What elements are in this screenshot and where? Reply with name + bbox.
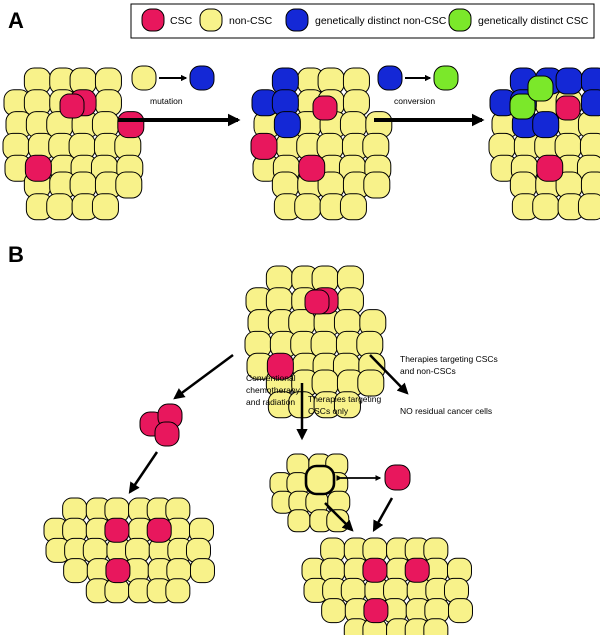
regenerated-csc-cell [384, 464, 411, 491]
relapsed-tumor-left [43, 497, 215, 604]
legend-swatch-distinct-non-csc [285, 8, 309, 32]
panel-label-a: A [8, 8, 24, 33]
tumor-initial [2, 67, 145, 221]
legend-label-non-csc: non-CSC [229, 15, 273, 27]
non-csc-cell [577, 193, 600, 221]
distinct-non-csc-cell [273, 111, 301, 139]
non-csc-cell [189, 558, 215, 584]
csc-cell [146, 517, 172, 543]
non-csc-cell [532, 193, 560, 221]
panel-b: Conventional chemotherapy and radiation … [43, 265, 500, 635]
csc-cell [362, 557, 388, 583]
legend-label-distinct-csc: genetically distinct CSC [478, 15, 589, 27]
csc-cell [404, 557, 430, 583]
conventional-therapy-label: Conventional chemotherapy and radiation [246, 373, 302, 407]
non-csc-cell [357, 369, 385, 397]
csc-cell [304, 289, 330, 315]
panel-a: mutation conversion [2, 65, 600, 221]
non-csc-cell [91, 193, 119, 221]
csc-cell [312, 95, 338, 121]
tumor-after-mutation [250, 67, 393, 221]
csc-cell [24, 154, 52, 182]
non-csc-cell [165, 578, 191, 604]
regrowth-arrow-from-tumor [324, 502, 354, 532]
conventional-therapy-arrow [173, 353, 234, 400]
legend: CSC non-CSC genetically distinct non-CSC… [130, 3, 595, 39]
non-csc-cell [363, 171, 391, 199]
legend-label-csc: CSC [170, 15, 193, 27]
no-residual-cells-label: NO residual cancer cells [400, 406, 492, 416]
csc-cell [59, 93, 85, 119]
tumor-after-conversion [488, 67, 600, 221]
distinct-csc-cell [509, 93, 536, 120]
combined-therapy-label: Therapies targeting CSCs and non-CSCs [400, 354, 500, 376]
legend-swatch-non-csc [199, 8, 223, 32]
csc-cell [536, 154, 564, 182]
non-csc-cell [333, 391, 361, 419]
csc-cell [555, 95, 581, 121]
non-csc-cell [46, 193, 74, 221]
inset-non-csc-cell [131, 65, 157, 91]
non-csc-cell [304, 464, 336, 496]
csc-cell [104, 517, 130, 543]
distinct-non-csc-cell [555, 67, 583, 95]
csc-cell [266, 352, 294, 380]
regrowth-arrow [128, 451, 159, 494]
legend-swatch-csc [141, 8, 165, 32]
csc-cell [250, 132, 278, 160]
non-csc-cell [321, 598, 347, 624]
inset-distinct-csc-cell [433, 65, 459, 91]
non-csc-cell [294, 193, 322, 221]
non-csc-cell [447, 598, 473, 624]
distinct-non-csc-cell [532, 111, 560, 139]
csc-cell [117, 111, 145, 139]
non-csc-cell [115, 171, 143, 199]
non-csc-cell [339, 193, 367, 221]
inset-distinct-non-csc-cell [189, 65, 215, 91]
regrowth-arrow-from-csc [372, 497, 394, 532]
residual-csc-group [139, 403, 183, 447]
residual-csc-cell [154, 421, 180, 447]
csc-cell [105, 558, 131, 584]
non-csc-cell [326, 509, 350, 533]
csc-only-therapy-label: Therapies targeting CSCs only [308, 394, 384, 416]
conversion-label: conversion [394, 96, 435, 106]
non-csc-cell [287, 509, 311, 533]
mutation-label: mutation [150, 96, 183, 106]
relapsed-tumor-right [301, 537, 473, 635]
distinct-non-csc-cell [580, 89, 600, 117]
legend-label-distinct-non-csc: genetically distinct non-CSC [315, 15, 447, 27]
residual-non-csc-tumor [269, 453, 351, 533]
non-csc-cell [63, 558, 89, 584]
combined-therapy-arrow [369, 354, 409, 395]
distinct-csc-cell [527, 75, 554, 102]
non-csc-cell [423, 618, 449, 635]
tumor-before-therapy [244, 265, 387, 419]
inset-distinct-non-csc-cell-2 [377, 65, 403, 91]
legend-swatch-distinct-csc [448, 8, 472, 32]
csc-cell [298, 154, 326, 182]
panel-label-b: B [8, 242, 24, 267]
csc-cell [363, 598, 389, 624]
